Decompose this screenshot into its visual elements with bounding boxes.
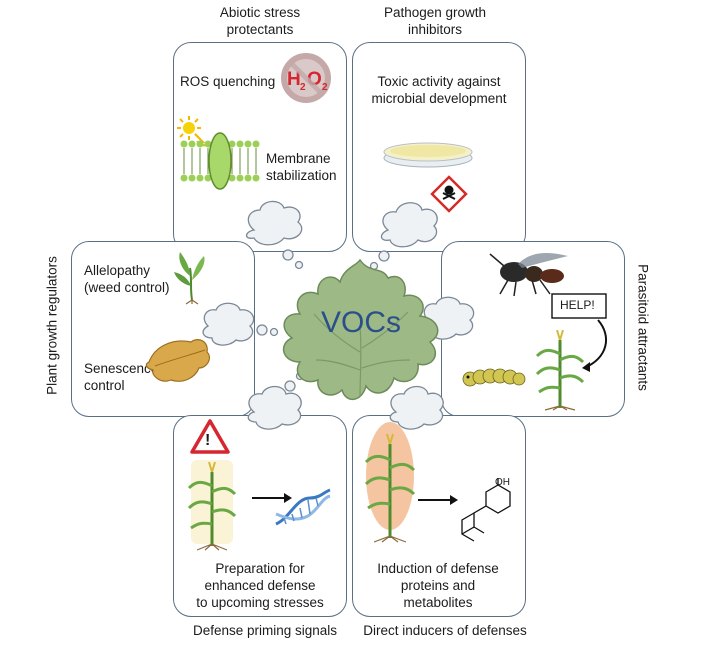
senescence-label: Senescence control <box>84 361 159 393</box>
warning-mark: ! <box>205 432 211 449</box>
warning-triangle-icon <box>190 419 230 454</box>
dna-icon <box>275 488 331 526</box>
header-parasitoid: Parasitoid attractants <box>635 264 651 391</box>
weed-seedling-icon <box>174 252 205 305</box>
header-inducers: Direct inducers of defenses <box>363 623 527 638</box>
toxic-hazard-icon <box>430 175 468 213</box>
pathogen-text: Toxic activity against microbial develop… <box>371 74 507 106</box>
dry-leaf-icon <box>145 339 211 382</box>
svg-text:2: 2 <box>300 82 306 93</box>
header-abiotic: Abiotic stress protectants <box>219 5 301 37</box>
caterpillar-icon <box>462 368 526 387</box>
header-pathogen: Pathogen growth inhibitors <box>383 5 487 37</box>
h2o2-forbidden-icon: H 2 O 2 <box>281 53 331 103</box>
membrane-label: Membrane stabilization <box>266 151 337 183</box>
sun-icon <box>177 116 206 147</box>
maize-plant-icon <box>535 329 585 411</box>
arrow-right-2 <box>418 495 458 505</box>
ros-quenching-label: ROS quenching <box>180 74 276 89</box>
help-bubble <box>551 293 607 319</box>
svg-text:2: 2 <box>322 82 328 93</box>
membrane-icon <box>180 132 260 190</box>
header-growth-regulators: Plant growth regulators <box>44 256 60 395</box>
svg-text:H: H <box>287 69 301 90</box>
petri-dish-icon <box>383 142 473 168</box>
allelopathy-label: Allelopathy (weed control) <box>84 263 170 295</box>
curved-arrow <box>582 319 607 372</box>
inducers-text: Induction of defense proteins and metabo… <box>377 561 499 610</box>
chemical-structure-icon <box>461 478 511 542</box>
wasp-icon <box>489 253 568 297</box>
induced-plant-icon <box>364 422 416 543</box>
arrow-right <box>252 493 292 503</box>
priming-text: Preparation for enhanced defense to upco… <box>196 561 324 610</box>
chem-oh-label: OH <box>495 477 510 488</box>
center-label: VOCs <box>320 306 401 339</box>
priming-plant-icon <box>187 460 237 551</box>
leaf-icon <box>282 258 439 400</box>
help-label: HELP! <box>560 298 595 312</box>
header-priming: Defense priming signals <box>192 623 338 638</box>
